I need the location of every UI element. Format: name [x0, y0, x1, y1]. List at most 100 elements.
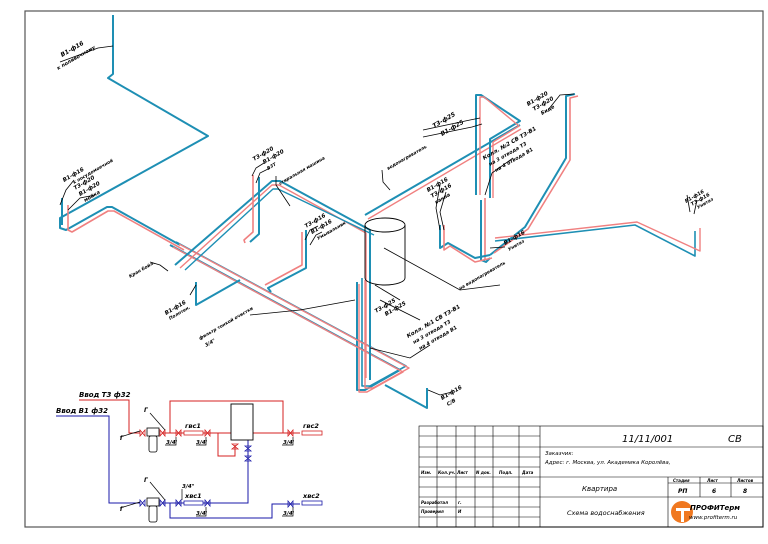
filter-marker-hot-top: Г [144, 407, 149, 414]
filter-marker-hot-side: Г [120, 435, 125, 442]
hot-outlet-2-pipe [301, 430, 323, 436]
cold-pipe-main-diagonal-2 [175, 241, 407, 387]
hot-pipe-center-riser [264, 232, 303, 286]
cold-pipe-upper-diagonal [364, 124, 521, 216]
size-label-5: 3/4' [196, 511, 208, 517]
cold-pipe-right-run [494, 224, 696, 257]
stage-header: Стадия [673, 478, 690, 483]
label-boiler-drop: водонагреватель [387, 145, 429, 172]
cold-filter-body [146, 497, 160, 507]
cold-valve-7 [243, 455, 253, 462]
cold-outlet-2-label: хвс2 [302, 492, 320, 500]
isometric-piping [59, 15, 701, 409]
logo-url: www.profiterm.ru [689, 515, 738, 521]
cold-pipe-bottom-branch [384, 384, 428, 409]
boiler-tank [230, 403, 254, 441]
cold-filter-bowl [148, 505, 158, 523]
size-label-6: 3/4' [283, 511, 295, 517]
label-mid-riser-3: ВЗТ [266, 161, 278, 172]
hot-valve-6 [230, 443, 240, 450]
filter-marker-cold-top: Г [144, 477, 149, 484]
hot-pipe-upper-loop [179, 184, 367, 378]
label-washer: стиральная машина [279, 156, 327, 186]
label-filter-2: 3/4" [204, 338, 217, 349]
label-filter-1: фильтр тонкой очистки [198, 304, 256, 341]
cold-outlet-2-pipe [301, 500, 323, 506]
cold-pipe-top-center [475, 94, 521, 198]
cold-inlet-label: Ввод В1 ф32 [56, 407, 108, 415]
hot-pipe-mid-riser [243, 175, 254, 244]
size-label-1: 3/4' [166, 440, 178, 446]
hot-pipe-main-diagonal [172, 246, 404, 393]
hot-valve-4 [204, 428, 211, 438]
cold-pipe-left-small [195, 279, 241, 306]
hot-valve-5 [287, 428, 294, 438]
hot-pipe-right-run [494, 221, 701, 252]
size-label-3: 3/4' [283, 440, 295, 446]
leader-lines [59, 45, 698, 396]
doc-code: 11/11/001 [622, 434, 673, 445]
hot-valve-1 [139, 428, 146, 438]
cold-valve-1 [139, 498, 146, 508]
hot-pipe-left-riser [67, 205, 185, 251]
schematic-diagram: Ввод Т3 ф32 Ввод В1 ф32 Г Г Г Г гвс1 гвс… [56, 391, 323, 523]
stage-value: РП [678, 488, 687, 495]
drawing-frame [24, 10, 764, 528]
col-header-docnum: N док. [476, 470, 491, 475]
cold-pipe-collector2 [480, 200, 491, 263]
sheet-header: Лист [706, 478, 718, 483]
cold-pipe-upper-loop [174, 180, 371, 380]
hot-outlet-1-label: гвс1 [185, 422, 201, 430]
hot-pipe-main-diagonal-2 [178, 243, 410, 389]
section-code: СВ [728, 434, 742, 445]
cold-valve-3 [175, 498, 182, 508]
water-heater-symbol [364, 217, 406, 286]
size-label-2: 3/4' [196, 440, 208, 446]
hot-outlet-2-label: гвс2 [303, 422, 319, 430]
col-header-qty: Кол.уч. [438, 470, 456, 475]
title-block-text: 11/11/001 СВ Заказчик: Адрес: г. Москва,… [421, 434, 754, 523]
developed-label: Разработал [421, 500, 448, 505]
cold-pipe-bath [439, 225, 491, 259]
sheets-value: 8 [743, 488, 747, 495]
hot-filter-bowl [148, 435, 158, 453]
drawing-title: Схема водоснабжения [567, 509, 645, 517]
cold-outlet-1-label: хвс1 [184, 492, 202, 500]
object-name: Квартира [582, 485, 617, 493]
cold-valve-5 [287, 499, 294, 509]
label-bottom-riser-2: С/В [446, 398, 457, 408]
address: Адрес: г. Москва, ул. Академика Королёва… [544, 460, 671, 466]
logo-text: ПРОФИТерм [690, 504, 740, 512]
hot-outlet-1-pipe [183, 430, 204, 436]
cold-pipe-center-riser [267, 230, 307, 293]
hot-inlet-label: Ввод Т3 ф32 [79, 391, 131, 399]
hot-pipe-upper-diagonal [367, 128, 522, 220]
cold-valve-4 [204, 498, 211, 508]
col-header-sheet: Лист [456, 470, 468, 475]
col-header-change: Изм. [421, 470, 432, 475]
developed-value: г. [458, 500, 462, 505]
cold-outlet-1-pipe [183, 500, 204, 506]
customer-label: Заказчик: [545, 451, 574, 457]
hot-pipe-bath [443, 225, 493, 263]
sheet-value: 6 [712, 488, 716, 495]
title-block [418, 425, 764, 528]
cold-pipe-upper-loop-2 [184, 188, 375, 271]
checked-label: Проверил [421, 509, 444, 514]
hot-pipe-top-center [479, 96, 520, 198]
cold-valve-6 [243, 445, 253, 452]
hot-filter-body [146, 427, 160, 437]
sheets-header: Листов [736, 478, 754, 483]
company-logo: ПРОФИТерм www.profiterm.ru [671, 501, 740, 523]
size-label-4: 3/4" [182, 484, 195, 490]
checked-value: И [458, 509, 462, 514]
cold-pipe-top-riser [59, 15, 209, 246]
label-kitchen: Кран бойл. [128, 259, 157, 280]
hot-pipe-right-riser [493, 95, 579, 254]
hot-valve-3 [175, 428, 182, 438]
col-header-date: Дата [521, 470, 534, 475]
filter-marker-cold-side: Г [120, 506, 125, 513]
col-header-sign: Подп. [499, 470, 513, 475]
cold-pipe-mid-riser [249, 177, 260, 243]
